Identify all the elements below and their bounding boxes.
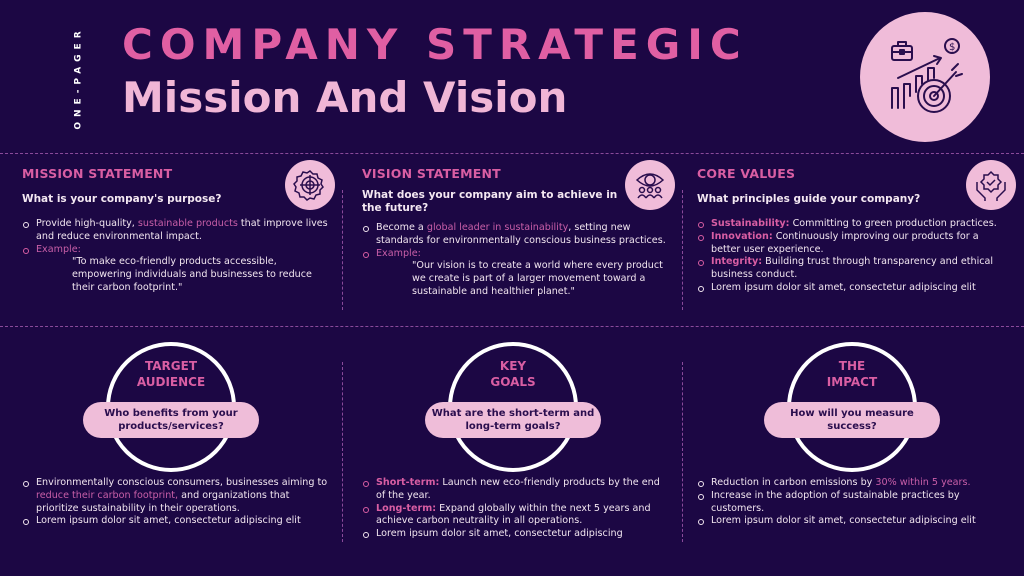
highlight-text: global leader in sustainability [426,222,569,233]
vdivider-bottom-2 [682,362,683,542]
list-item: Lorem ipsum dolor sit amet, consectetur … [697,282,1007,295]
value-label: Innovation: [711,230,773,242]
vision-question: What does your company aim to achieve in… [362,189,618,214]
list-item: Long-term: Expand globally within the ne… [362,503,672,529]
list-item: Innovation: Continuously improving our p… [697,231,1007,257]
text: and organizations that prioritize sustai… [36,489,290,514]
core-values-section: CORE VALUES What principles guide your c… [697,166,1007,295]
list-item: Reduction in carbon emissions by 30% wit… [697,477,1012,490]
lorem-text: Lorem ipsum dolor sit amet, consectetur … [376,528,623,540]
value-text: Committing to green production practices… [789,218,997,229]
goal-label: Short-term: [376,477,440,488]
impact-title: THE IMPACT [787,358,917,390]
list-item: Lorem ipsum dolor sit amet, consectetur … [697,515,1012,528]
goal-label: Long-term: [376,502,437,514]
business-growth-target-icon: $ [860,12,990,142]
gear-target-icon [285,160,335,210]
target-audience-body: Environmentally conscious consumers, bus… [22,477,332,528]
divider-middle [0,326,1024,327]
title-line: GOALS [490,375,536,389]
vision-title: VISION STATEMENT [362,166,501,181]
vdivider-top-2 [682,190,683,310]
highlight-text: 30% within 5 years. [875,477,971,488]
list-item: Provide high-quality, sustainable produc… [22,218,332,244]
value-text: Continuously improving our products for … [711,230,979,255]
divider-top [0,153,1024,154]
mission-example-quote: "To make eco-friendly products accessibl… [72,256,312,293]
list-item: Environmentally conscious consumers, bus… [22,477,332,515]
list-item: Become a global leader in sustainability… [362,222,672,248]
vdivider-top-1 [342,190,343,310]
core-values-list: Sustainability: Committing to green prod… [697,218,1007,295]
impact-body: Reduction in carbon emissions by 30% wit… [697,477,1012,528]
one-pager-label: ONE-PAGER [72,18,86,138]
lorem-text: Lorem ipsum dolor sit amet, consectetur … [36,515,301,527]
list-item: Sustainability: Committing to green prod… [697,218,1007,231]
vdivider-bottom-1 [342,362,343,542]
lorem-text: Lorem ipsum dolor sit amet, consectetur … [711,515,976,527]
value-text: Building trust through transparency and … [711,256,994,281]
hands-badge-icon [966,160,1016,210]
title-line: IMPACT [826,375,878,389]
lorem-text: Lorem ipsum dolor sit amet, consectetur … [711,281,976,293]
value-label: Sustainability: [711,218,790,229]
vision-section: VISION STATEMENT What does your company … [362,166,622,215]
list-item: Lorem ipsum dolor sit amet, consectetur … [22,515,332,528]
text: Become a [376,222,427,233]
text: that improve lives and reduce environmen… [36,218,328,242]
highlight-text: sustainable products [137,218,238,229]
list-item: Lorem ipsum dolor sit amet, consectetur … [362,528,672,541]
text: , setting new standards for environmenta… [376,222,666,246]
key-goals-body: Short-term: Launch new eco-friendly prod… [362,477,672,541]
list-item: Integrity: Building trust through transp… [697,256,1007,282]
target-audience-title: TARGET AUDIENCE [106,358,236,390]
impact-question: How will you measure success? [764,402,940,438]
mission-title: MISSION STATEMENT [22,166,173,181]
text: Increase in the adoption of sustainable … [711,489,960,514]
list-item: Short-term: Launch new eco-friendly prod… [362,477,672,503]
vision-list: Become a global leader in sustainability… [362,222,672,260]
value-label: Integrity: [711,256,763,268]
title-line: AUDIENCE [136,375,206,389]
key-goals-list: Short-term: Launch new eco-friendly prod… [362,477,672,541]
page-title-line2: Mission And Vision [122,73,568,122]
key-goals-question: What are the short-term and long-term go… [425,402,601,438]
text: Reduction in carbon emissions by [711,477,876,488]
list-item: Example: [22,244,332,257]
title-line: THE [838,359,866,373]
highlight-text: reduce their carbon footprint, [36,489,179,501]
goal-text: Launch new eco-friendly products by the … [376,477,660,501]
impact-list: Reduction in carbon emissions by 30% wit… [697,477,1012,528]
vision-example-quote: "Our vision is to create a world where e… [412,260,663,297]
page-title-line1: COMPANY STRATEGIC [122,20,748,69]
one-pager-text: ONE-PAGER [74,26,84,130]
title-line: TARGET [144,359,197,373]
eye-people-icon [625,160,675,210]
example-label: Example: [376,247,421,259]
vision-body: Become a global leader in sustainability… [362,222,672,299]
core-values-title: CORE VALUES [697,166,796,181]
list-item: Example: [362,248,672,261]
goal-text: Expand globally within the next 5 years … [376,502,651,527]
target-audience-list: Environmentally conscious consumers, bus… [22,477,332,528]
svg-text:$: $ [949,42,955,53]
text: Environmentally conscious consumers, bus… [36,477,328,488]
title-line: KEY [499,359,527,373]
mission-question: What is your company's purpose? [22,193,222,205]
example-label: Example: [36,243,81,255]
mission-section: MISSION STATEMENT What is your company's… [22,166,332,295]
mission-list: Provide high-quality, sustainable produc… [22,218,332,256]
target-audience-question: Who benefits from your products/services… [83,402,259,438]
core-values-question: What principles guide your company? [697,193,921,205]
text: Provide high-quality, [36,218,138,229]
key-goals-title: KEY GOALS [448,358,578,390]
list-item: Increase in the adoption of sustainable … [697,490,1012,516]
